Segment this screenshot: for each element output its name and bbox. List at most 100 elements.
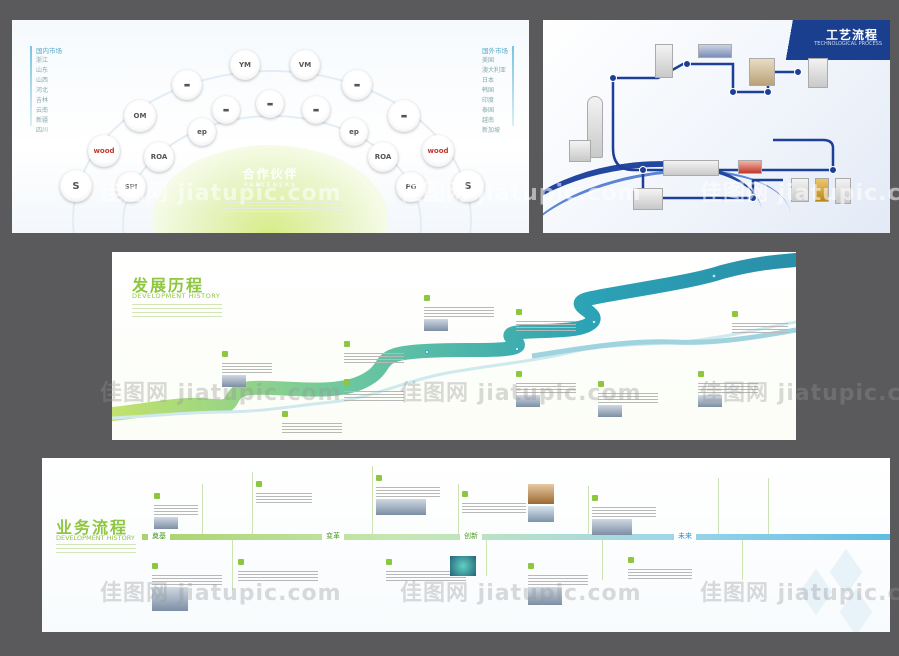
partners-description <box>222 202 342 214</box>
timeline-stem <box>372 466 373 534</box>
foreign-market-list: 国外市场 美国 澳大利亚 日本 韩国 印度 泰国 越南 新加坡 <box>482 46 514 136</box>
business-entry <box>238 550 318 581</box>
partner-logo-7: ▬ <box>256 90 284 118</box>
process-title: 工艺流程 <box>825 28 878 42</box>
history-title: 发展历程 <box>132 276 205 295</box>
partner-logo-om: OM <box>124 100 156 132</box>
history-dot <box>712 274 716 278</box>
pump-machine <box>569 140 591 162</box>
domestic-item: 新疆 <box>36 117 49 124</box>
foreign-item: 新加坡 <box>482 127 501 134</box>
domestic-market-header: 国内市场 <box>36 47 62 55</box>
partner-logo-ep: ep <box>188 118 216 146</box>
partner-logo-spi: SPI <box>116 172 146 202</box>
process-node <box>639 166 647 174</box>
business-description <box>56 544 136 554</box>
history-dot <box>425 350 429 354</box>
decor-cube <box>799 568 833 616</box>
press-machine <box>633 188 663 210</box>
phase-innovation: 创新 <box>460 530 482 542</box>
business-subtitle: DEVELOPMENT HISTORY <box>56 534 135 542</box>
process-node <box>683 60 691 68</box>
timeline-stem <box>486 540 487 576</box>
partner-logo-4: ▬ <box>342 70 372 100</box>
timeline-stem <box>768 478 769 534</box>
process-panel: 工艺流程 TECHNOLOGICAL PROCESS <box>543 20 890 233</box>
history-entry <box>222 342 272 387</box>
domestic-market-list: 国内市场 浙江 山东 山西 河北 吉林 云南 新疆 四川 <box>30 46 62 136</box>
decor-cube <box>839 588 873 632</box>
partner-logo-ep2: ep <box>340 118 368 146</box>
mixer-machine <box>698 44 732 58</box>
domestic-item: 山西 <box>36 77 49 84</box>
factory-image <box>528 506 554 522</box>
partners-panel: 国内市场 浙江 山东 山西 河北 吉林 云南 新疆 四川 国外市场 美国 澳大利… <box>12 20 529 233</box>
timeline-stem <box>602 540 603 580</box>
business-timeline-axis <box>142 534 890 540</box>
partner-logo-11: ▬ <box>388 100 420 132</box>
process-node <box>749 194 757 202</box>
history-dot <box>592 320 596 324</box>
foreign-item: 泰国 <box>482 107 495 114</box>
domestic-item: 云南 <box>36 107 49 114</box>
partners-subtitle: PARTENERS <box>244 182 297 189</box>
process-node <box>764 88 772 96</box>
business-title: 业务流程 <box>56 518 129 537</box>
timeline-stem <box>458 484 459 534</box>
innovation-image <box>450 556 476 576</box>
process-node <box>794 68 802 76</box>
business-entry <box>154 484 198 529</box>
business-panel: 业务流程 DEVELOPMENT HISTORY 奠基 变革 创新 未来 <box>42 458 890 632</box>
phase-future: 未来 <box>674 530 696 542</box>
partner-logo-8: ▬ <box>302 96 330 124</box>
business-entry <box>256 472 312 503</box>
process-subtitle: TECHNOLOGICAL PROCESS <box>814 41 882 47</box>
partner-logo-vm: VM <box>290 50 320 80</box>
process-title-band <box>770 20 890 60</box>
packer-machine <box>835 178 851 204</box>
history-entry <box>424 286 494 331</box>
domestic-item: 四川 <box>36 127 49 134</box>
history-entry <box>516 362 576 407</box>
partner-logo-pg: PG <box>396 172 426 202</box>
history-entry <box>516 300 576 331</box>
foreign-item: 越南 <box>482 117 495 124</box>
history-entry <box>598 372 658 417</box>
process-node <box>829 166 837 174</box>
printer-machine <box>791 178 809 202</box>
history-panel: 发展历程 DEVELOPMENT HISTORY <box>112 252 796 440</box>
package-machine <box>815 178 829 202</box>
partner-logo-s: S <box>60 170 92 202</box>
history-subtitle: DEVELOPMENT HISTORY <box>132 292 221 300</box>
dryer-machine <box>749 58 775 86</box>
phase-foundation: 奠基 <box>148 530 170 542</box>
history-description <box>132 304 222 318</box>
business-entry <box>462 482 526 513</box>
partner-logo-ym: YM <box>230 50 260 80</box>
partner-logo-roa: ROA <box>144 142 174 172</box>
timeline-stem <box>202 484 203 534</box>
history-entry <box>282 402 342 433</box>
partner-logo-6: ▬ <box>212 96 240 124</box>
business-entry <box>592 486 656 535</box>
partner-logo-wood2: wood <box>422 135 454 167</box>
business-entry <box>386 550 466 581</box>
phase-change: 变革 <box>322 530 344 542</box>
domestic-item: 山东 <box>36 67 49 74</box>
process-node <box>609 74 617 82</box>
business-entry <box>528 554 588 605</box>
timeline-stem <box>718 478 719 534</box>
partner-logo-s2: S <box>452 170 484 202</box>
timeline-stem <box>252 472 253 534</box>
foreign-item: 澳大利亚 <box>482 67 507 74</box>
silo-machine <box>587 96 603 158</box>
timeline-stem <box>588 486 589 534</box>
partner-logo-wood: wood <box>88 135 120 167</box>
history-entry <box>732 302 788 333</box>
timeline-stem <box>232 540 233 590</box>
domestic-item: 浙江 <box>36 57 49 64</box>
domestic-item: 河北 <box>36 87 49 94</box>
foreign-item: 日本 <box>482 77 495 84</box>
decor-cube <box>829 548 863 596</box>
history-entry <box>344 332 404 363</box>
